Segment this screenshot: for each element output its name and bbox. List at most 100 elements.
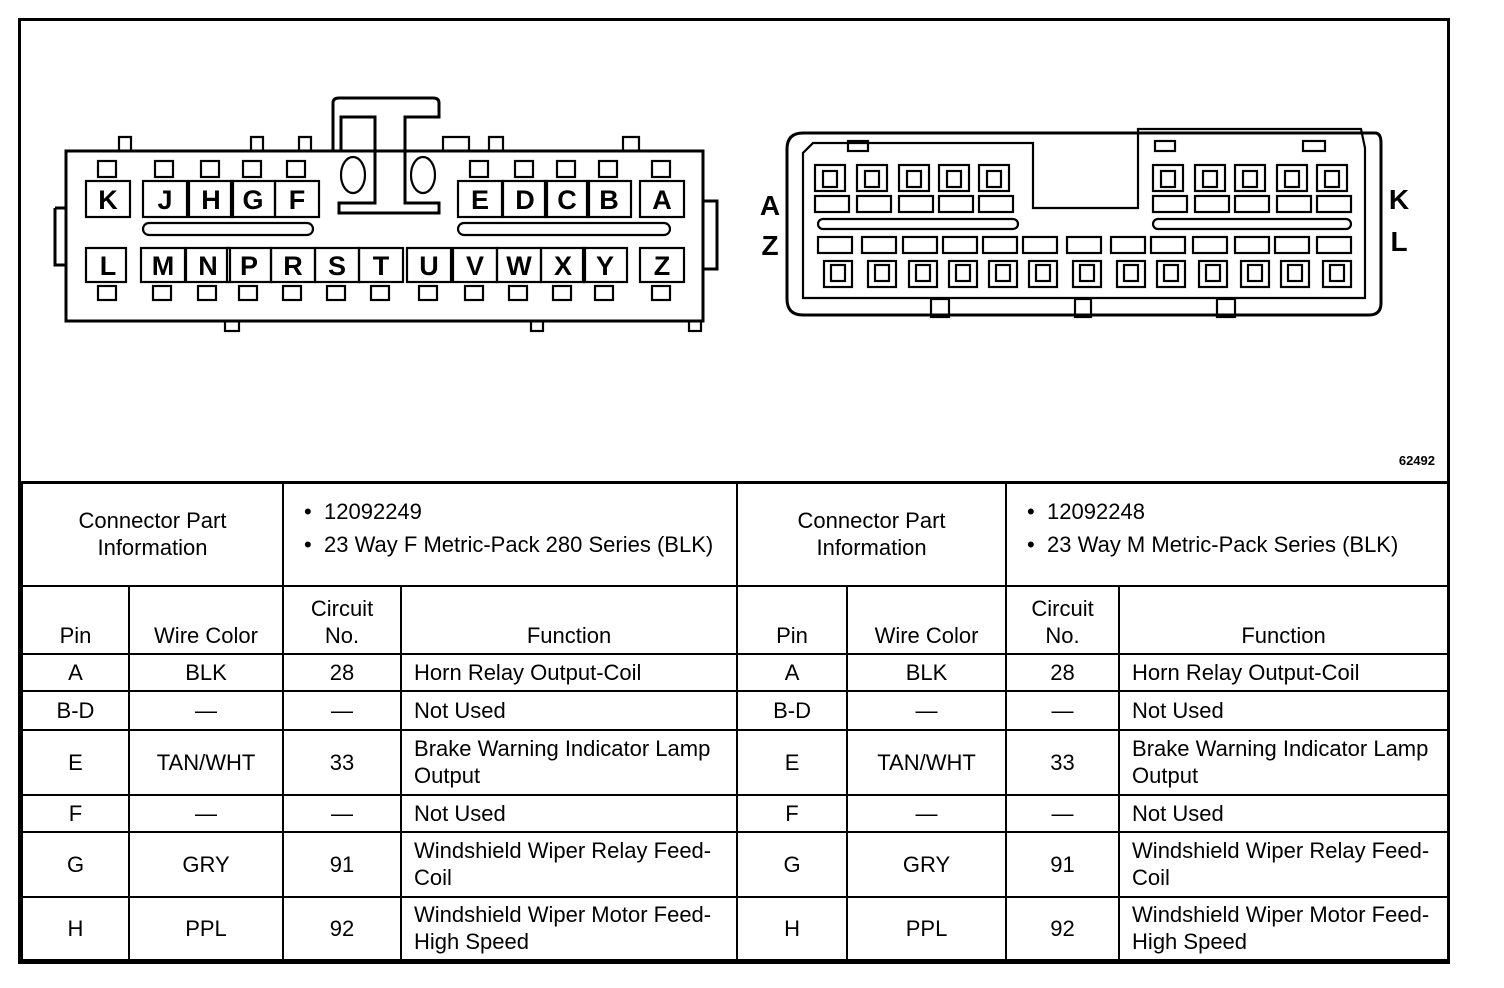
pin-cell: E: [21, 728, 130, 796]
pinout-table: Connector Part Information 12092249 23 W…: [20, 481, 1450, 961]
wire-color-cell: —: [846, 793, 1008, 833]
table-row: G GRY 91 Windshield Wiper Relay Feed-Coi…: [21, 830, 1450, 898]
pin-cavity: [1071, 259, 1103, 289]
pin-terminal: [153, 159, 175, 179]
header-row: Pin Wire Color Circuit No. Function Pin …: [21, 584, 1450, 655]
pin-cell: H: [736, 895, 849, 961]
pin-terminal: [468, 159, 490, 179]
pin-terminal: [96, 284, 118, 302]
slot-bar: [456, 221, 672, 237]
pin-terminal: [151, 284, 173, 302]
pin-terminal: [905, 169, 923, 189]
table-row: E TAN/WHT 33 Brake Warning Indicator Lam…: [21, 728, 1450, 796]
bottom-tab: [929, 297, 951, 319]
function-cell: Horn Relay Output-Coil: [400, 652, 739, 692]
part-info-right: 12092248 23 Way M Metric-Pack Series (BL…: [1005, 481, 1450, 587]
pin-label: F: [289, 185, 306, 215]
part-info-label-left: Connector Part Information: [20, 481, 285, 587]
wire-color-cell: BLK: [127, 652, 285, 692]
part-info-label-right: Connector Part Information: [736, 481, 1008, 587]
circuit-cell: 92: [1005, 895, 1121, 961]
function-cell: Not Used: [1118, 793, 1450, 833]
pin-slot: [1191, 235, 1229, 255]
right-connector-inner: [801, 127, 1367, 300]
pin-cavity: [1115, 259, 1147, 289]
top-post: [117, 135, 133, 151]
table-row: F — — Not Used F — — Not Used: [21, 793, 1450, 833]
top-tab: [1301, 139, 1327, 153]
bottom-tab: [529, 319, 545, 333]
pin-slot: [1233, 194, 1271, 214]
pin-terminal: [863, 169, 881, 189]
header-circuit-right: Circuit No.: [1005, 584, 1121, 655]
part-number-right: 12092248: [1027, 498, 1439, 525]
table-row: H PPL 92 Windshield Wiper Motor Feed-Hig…: [21, 895, 1450, 961]
side-label: Z: [761, 230, 778, 261]
figure-id: 62492: [1398, 453, 1435, 468]
top-tab: [1153, 139, 1177, 153]
pin-label: D: [515, 185, 535, 215]
pin-cavity: [987, 259, 1019, 289]
pin-cavity: [1315, 163, 1349, 193]
circuit-cell: 33: [1005, 728, 1121, 796]
part-info-row: Connector Part Information 12092249 23 W…: [20, 481, 1450, 587]
pin-label: X: [554, 251, 572, 281]
circuit-cell: —: [282, 793, 403, 833]
pin-cavity: [977, 163, 1011, 193]
pin-slot: [977, 194, 1015, 214]
pin-terminal: [1241, 169, 1259, 189]
pin-terminal: [237, 284, 259, 302]
pin-terminal: [1122, 263, 1140, 283]
pin-label: Z: [654, 251, 671, 281]
pin-cavity: [357, 246, 405, 284]
bottom-tab: [687, 319, 703, 333]
top-post: [441, 135, 471, 151]
pin-cell: A: [21, 652, 130, 692]
pin-cavity: [543, 179, 591, 219]
pin-terminal: [1078, 263, 1096, 283]
pin-terminal: [555, 159, 577, 179]
pin-cavity: [1239, 259, 1271, 289]
pin-cavity: [907, 259, 939, 289]
pin-cell: B-D: [736, 689, 849, 731]
pin-cavity: [1151, 163, 1185, 193]
pin-label: R: [283, 251, 303, 281]
pin-terminal: [285, 159, 307, 179]
pin-cavity: [638, 179, 686, 219]
pin-label: J: [157, 185, 172, 215]
pin-slot: [1275, 194, 1313, 214]
pin-slot: [1193, 194, 1231, 214]
pin-cavity: [184, 246, 232, 284]
part-info-left: 12092249 23 Way F Metric-Pack 280 Series…: [282, 481, 739, 587]
pin-cavity: [638, 246, 686, 284]
header-circuit-left: Circuit No.: [282, 584, 403, 655]
pin-terminal: [369, 284, 391, 302]
pin-cell: F: [736, 793, 849, 833]
function-cell: Windshield Wiper Motor Feed-High Speed: [1118, 895, 1450, 961]
pin-slot: [1151, 194, 1189, 214]
pin-cavity: [1233, 163, 1267, 193]
pin-slot: [901, 235, 939, 255]
top-tab: [846, 139, 870, 153]
pin-cavity: [581, 246, 629, 284]
pin-terminal: [597, 159, 619, 179]
pin-terminal: [829, 263, 847, 283]
function-cell: Windshield Wiper Motor Feed-High Speed: [400, 895, 739, 961]
pin-terminal: [1328, 263, 1346, 283]
pin-cavity: [84, 246, 128, 284]
wire-color-cell: TAN/WHT: [846, 728, 1008, 796]
circuit-cell: 28: [1005, 652, 1121, 692]
pin-cavity: [1155, 259, 1187, 289]
pin-slot: [813, 194, 851, 214]
part-description-right: 23 Way M Metric-Pack Series (BLK): [1027, 531, 1439, 558]
function-cell: Windshield Wiper Relay Feed-Coil: [400, 830, 739, 898]
pin-label: T: [373, 251, 390, 281]
pin-label: S: [328, 251, 346, 281]
lock-ring-left: [339, 155, 367, 195]
pin-slot: [860, 235, 898, 255]
pin-slot: [937, 194, 975, 214]
pin-terminal: [1323, 169, 1341, 189]
part-number-left: 12092249: [304, 498, 728, 525]
wire-color-cell: TAN/WHT: [127, 728, 285, 796]
pin-label: C: [557, 185, 577, 215]
